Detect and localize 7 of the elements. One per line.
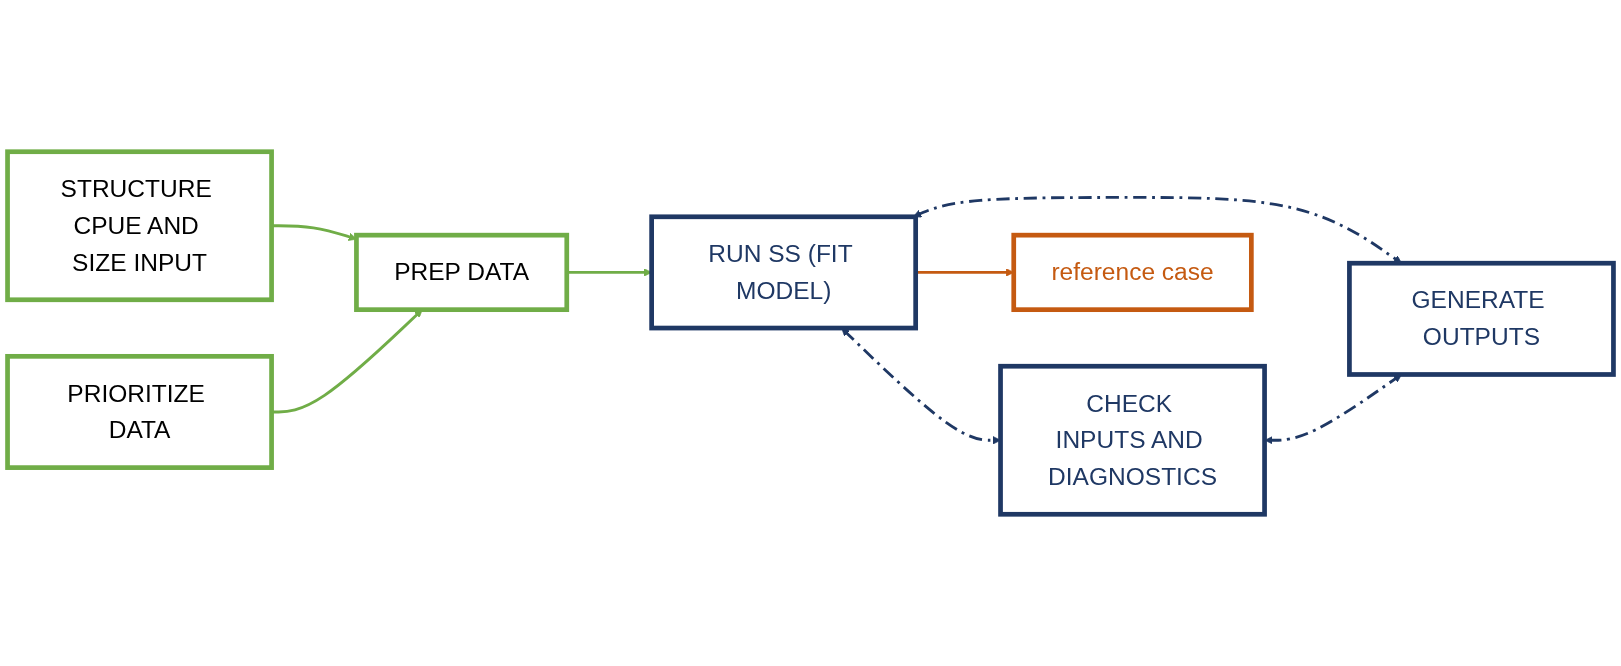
node-box: PRIORITIZE DATA xyxy=(5,354,274,470)
node-box: STRUCTURE CPUE AND SIZE INPUT xyxy=(5,149,274,303)
node-box: GENERATE OUTPUTS xyxy=(1347,260,1616,377)
node-box: CHECK INPUTS AND DIAGNOSTICS xyxy=(998,363,1267,517)
node-box: PREP DATA xyxy=(354,232,570,312)
node-box: reference case xyxy=(1011,232,1254,312)
node-box: RUN SS (FIT MODEL) xyxy=(649,214,918,331)
